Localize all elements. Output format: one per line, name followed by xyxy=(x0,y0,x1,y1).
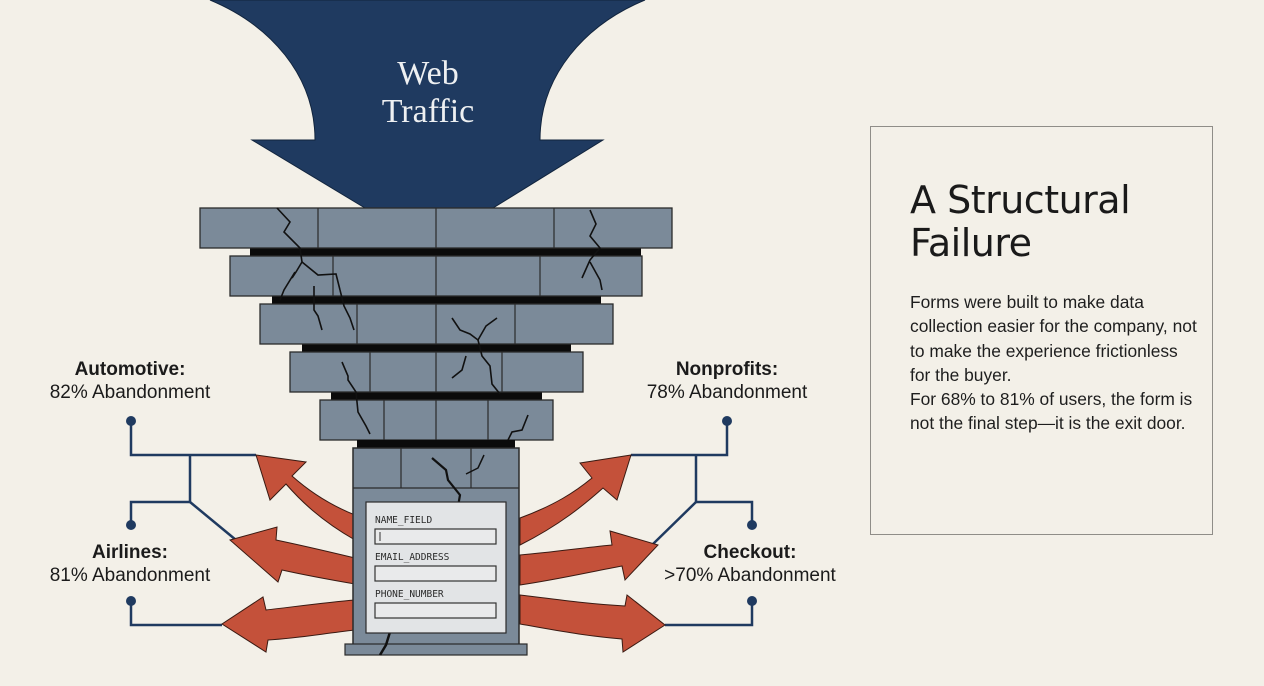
exit-arrow-right-bot xyxy=(519,594,666,653)
brick-funnel xyxy=(199,207,673,448)
crack-line xyxy=(507,414,529,441)
crack-line xyxy=(341,361,371,435)
panel-title-line-1: A Structural xyxy=(910,178,1131,222)
callout-automotive-title: Automotive: xyxy=(74,359,186,380)
exit-arrow-left-top xyxy=(255,454,356,541)
web-traffic-label-2: Traffic xyxy=(382,93,475,130)
exit-arrows xyxy=(221,454,666,653)
mortar-band xyxy=(357,440,515,448)
crack-line xyxy=(301,261,341,291)
connector-dot-airlines xyxy=(126,596,136,606)
callout-checkout-value: >70% Abandonment xyxy=(664,565,836,586)
panel-paragraph-1: Forms were built to make data collection… xyxy=(910,292,1197,385)
panel-title-line-2: Failure xyxy=(910,221,1032,265)
crack-line xyxy=(451,317,498,342)
email-field-label: EMAIL_ADDRESS xyxy=(375,552,450,563)
name-field-label: NAME_FIELD xyxy=(375,515,432,526)
phone-field-label: PHONE_NUMBER xyxy=(375,589,444,600)
phone-field-input[interactable] xyxy=(374,602,497,619)
mortar-band xyxy=(272,296,601,304)
callout-nonprofits: Nonprofits: 78% Abandonment xyxy=(627,358,827,404)
callout-checkout-title: Checkout: xyxy=(703,542,797,563)
email-field-input[interactable] xyxy=(374,565,497,582)
callout-airlines-title: Airlines: xyxy=(91,542,169,563)
callout-checkout: Checkout: >70% Abandonment xyxy=(640,541,860,587)
exit-arrow-left-bot xyxy=(221,596,356,653)
mortar-band xyxy=(302,344,571,352)
mortar-band xyxy=(331,392,542,400)
connector-dot-automotive xyxy=(126,416,136,426)
name-field-input[interactable] xyxy=(374,528,497,545)
crack-line xyxy=(451,355,467,379)
crack-line xyxy=(339,289,355,331)
crack-line xyxy=(313,286,323,331)
crack-line xyxy=(279,271,296,301)
crack-line xyxy=(477,339,501,395)
crack-line xyxy=(581,209,602,279)
callout-automotive: Automotive: 82% Abandonment xyxy=(30,358,230,404)
callout-nonprofits-title: Nonprofits: xyxy=(675,359,779,380)
panel-title: A Structural Failure xyxy=(910,178,1131,265)
callout-automotive-value: 82% Abandonment xyxy=(49,382,211,403)
crack-line xyxy=(589,261,603,291)
mortar-band xyxy=(250,248,641,256)
exit-arrow-right-top xyxy=(519,454,632,546)
connector-lines-left xyxy=(129,421,256,627)
exit-arrow-left-mid xyxy=(228,526,356,585)
connector-lines-right xyxy=(631,421,754,627)
exit-arrow-right-mid xyxy=(519,530,659,586)
panel-paragraph-2: For 68% to 81% of users, the form is not… xyxy=(910,389,1193,434)
info-panel: A Structural Failure Forms were built to… xyxy=(870,126,1213,535)
panel-body: Forms were built to make data collection… xyxy=(910,290,1200,436)
connector-dot-airlines-top xyxy=(126,520,136,530)
callout-airlines-value: 81% Abandonment xyxy=(49,565,211,586)
callout-nonprofits-value: 78% Abandonment xyxy=(646,382,808,403)
web-traffic-label-1: Web xyxy=(397,55,458,92)
crack-line xyxy=(276,207,303,279)
callout-airlines: Airlines: 81% Abandonment xyxy=(30,541,230,587)
